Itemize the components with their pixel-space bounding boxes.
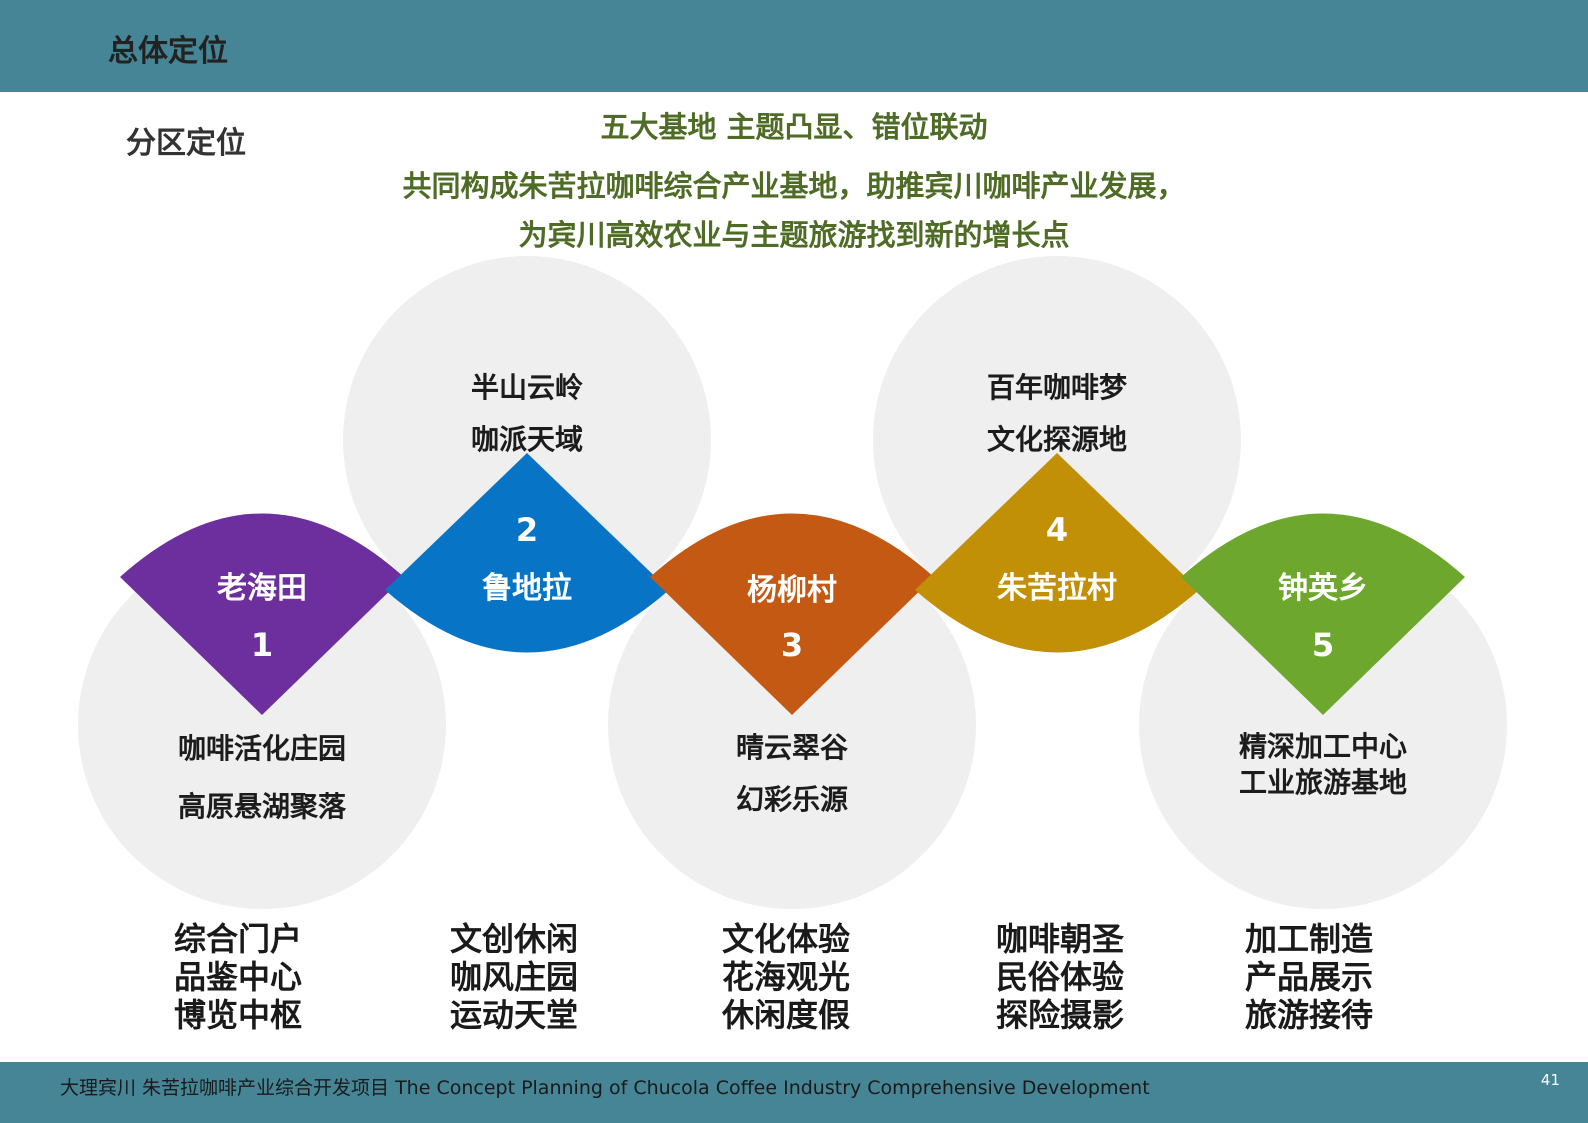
zone-2-functions: 文创休闲 咖风庄园 运动天堂	[450, 920, 578, 1034]
zone-2-circle-line-1: 半山云岭	[470, 371, 583, 404]
zone-5-circle-line-1: 精深加工中心	[1238, 730, 1407, 763]
zone-5-name: 钟英乡	[1278, 571, 1368, 606]
header-bar	[0, 0, 1588, 92]
zone-4-functions: 咖啡朝圣 民俗体验 探险摄影	[996, 920, 1124, 1034]
footer-text: 大理宾川 朱苦拉咖啡产业综合开发项目 The Concept Planning …	[60, 1077, 1150, 1099]
section-title: 分区定位	[126, 126, 246, 161]
zone-1-circle-text: 咖啡活化庄园 高原悬湖聚落	[162, 720, 362, 836]
zone-5-function-1: 加工制造	[1245, 920, 1374, 958]
zone-3-circle-line-1: 晴云翠谷	[735, 731, 848, 764]
zone-5-functions: 加工制造 产品展示 旅游接待	[1245, 920, 1373, 1034]
headline-line-1: 五大基地 主题凸显、错位联动	[600, 110, 988, 144]
zone-4-number: 4	[1046, 511, 1068, 549]
zone-1-circle-line-2: 高原悬湖聚落	[177, 790, 346, 823]
zone-3-functions: 文化体验 花海观光 休闲度假	[722, 920, 850, 1034]
zone-3-circle	[608, 541, 976, 909]
zone-1-function-3: 博览中枢	[174, 996, 303, 1034]
zone-4-name: 朱苦拉村	[997, 571, 1117, 606]
zone-3-function-1: 文化体验	[722, 920, 851, 958]
zone-4-circle-text: 百年咖啡梦 文化探源地	[957, 362, 1157, 466]
zone-2-circle-line-2: 咖派天域	[470, 423, 583, 456]
zone-5-circle-text: 精深加工中心 工业旅游基地	[1213, 729, 1433, 801]
zone-2-function-3: 运动天堂	[450, 996, 579, 1034]
zone-3-function-2: 花海观光	[722, 958, 851, 996]
zone-1-circle-line-1: 咖啡活化庄园	[177, 732, 346, 765]
zone-4-circle-line-2: 文化探源地	[986, 423, 1127, 456]
zone-3-function-3: 休闲度假	[722, 996, 851, 1034]
zone-4-circle	[873, 256, 1241, 624]
zone-4-circle-line-1: 百年咖啡梦	[986, 371, 1127, 404]
zone-2-number: 2	[516, 511, 538, 549]
zone-1-number: 1	[251, 626, 273, 664]
page-title: 总体定位	[108, 34, 228, 69]
zone-4-function-3: 探险摄影	[996, 996, 1125, 1034]
zone-5-function-3: 旅游接待	[1245, 996, 1374, 1034]
zone-3-circle-line-2: 幻彩乐源	[735, 783, 848, 816]
zone-5-number: 5	[1312, 626, 1334, 664]
page-number: 41	[1540, 1071, 1560, 1089]
zone-4-function-2: 民俗体验	[996, 958, 1125, 996]
zone-2-name: 鲁地拉	[482, 571, 572, 606]
zone-2-fan	[385, 453, 669, 653]
zone-4-function-1: 咖啡朝圣	[996, 920, 1125, 958]
zone-4-fan	[915, 453, 1199, 653]
zone-3-name: 杨柳村	[747, 573, 837, 608]
zone-1-function-1: 综合门户	[174, 920, 303, 958]
zone-1-fan	[120, 513, 404, 715]
zone-2-circle	[343, 256, 711, 624]
zone-3-fan	[650, 513, 934, 715]
zone-5-function-2: 产品展示	[1245, 958, 1374, 996]
zone-5-circle-line-2: 工业旅游基地	[1238, 766, 1407, 799]
zone-2-function-2: 咖风庄园	[450, 958, 579, 996]
zone-3-circle-text: 晴云翠谷 幻彩乐源	[692, 722, 892, 826]
headline-line-3: 为宾川高效农业与主题旅游找到新的增长点	[518, 218, 1070, 252]
headline-line-2: 共同构成朱苦拉咖啡综合产业基地，助推宾川咖啡产业发展，	[402, 169, 1186, 203]
zone-1-function-2: 品鉴中心	[174, 958, 303, 996]
zone-3-number: 3	[781, 626, 803, 664]
zone-2-circle-text: 半山云岭 咖派天域	[427, 362, 627, 466]
zone-5-circle	[1139, 541, 1507, 909]
zone-2-function-1: 文创休闲	[450, 920, 579, 958]
zone-5-fan	[1181, 513, 1465, 715]
footer-bar	[0, 1062, 1588, 1123]
zone-1-name: 老海田	[217, 571, 307, 606]
zone-1-functions: 综合门户 品鉴中心 博览中枢	[174, 920, 302, 1034]
zone-1-circle	[78, 541, 446, 909]
